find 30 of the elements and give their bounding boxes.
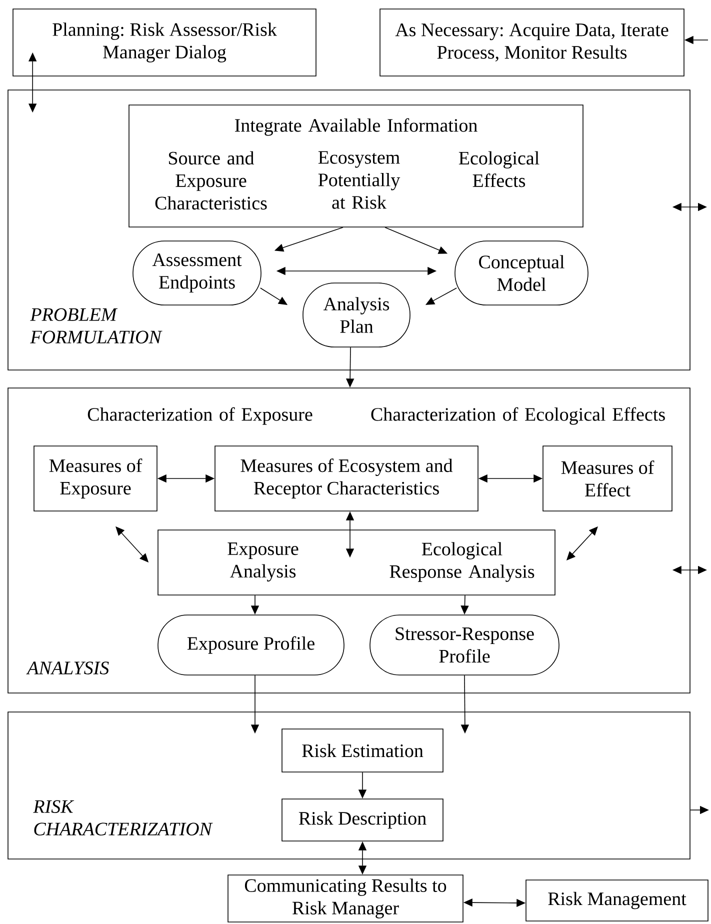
stage-label: PROBLEM FORMULATION <box>30 308 162 344</box>
process-box: Measures of Effect <box>542 446 672 512</box>
stage-panel <box>8 90 690 370</box>
process-box <box>128 104 584 228</box>
process-box <box>158 530 556 596</box>
rounded-box: Conceptual Model <box>454 240 588 306</box>
process-box: Measures of Exposure <box>34 446 158 512</box>
rounded-box: Analysis Plan <box>302 282 410 348</box>
process-box: As Necessary: Acquire Data, Iterate Process, Monitor Results <box>380 8 684 76</box>
stage-panel <box>8 388 690 694</box>
rounded-box: Assessment Endpoints <box>132 240 262 306</box>
process-box: Measures of Ecosystem and Receptor Characteristics <box>214 446 478 512</box>
rounded-box: Stressor-Response Profile <box>370 614 560 676</box>
process-box: Risk Estimation <box>282 728 444 772</box>
stage-label: ANALYSIS <box>26 662 109 674</box>
box-text: Ecological Response Analysis <box>390 542 534 582</box>
box-text: Exposure Analysis <box>228 542 298 582</box>
stage-panel <box>8 712 690 860</box>
box-heading: Integrate Available Information <box>235 118 478 136</box>
column-heading: Characterization of Ecological Effects <box>371 407 665 425</box>
box-text: Source and Exposure Characteristics <box>155 151 267 210</box>
column-heading: Characterization of Exposure <box>88 407 312 425</box>
process-box: Risk Management <box>526 880 708 922</box>
process-box: Communicating Results to Risk Manager <box>228 874 464 922</box>
process-box: Planning: Risk Assessor/Risk Manager Dialog <box>12 8 316 76</box>
stage-label: RISK CHARACTERIZATION <box>33 800 213 836</box>
rounded-box: Exposure Profile <box>158 614 344 676</box>
box-text: Ecological Effects <box>458 151 540 188</box>
box-text: Ecosystem Potentially at Risk <box>318 151 400 209</box>
process-box: Risk Description <box>282 798 444 842</box>
